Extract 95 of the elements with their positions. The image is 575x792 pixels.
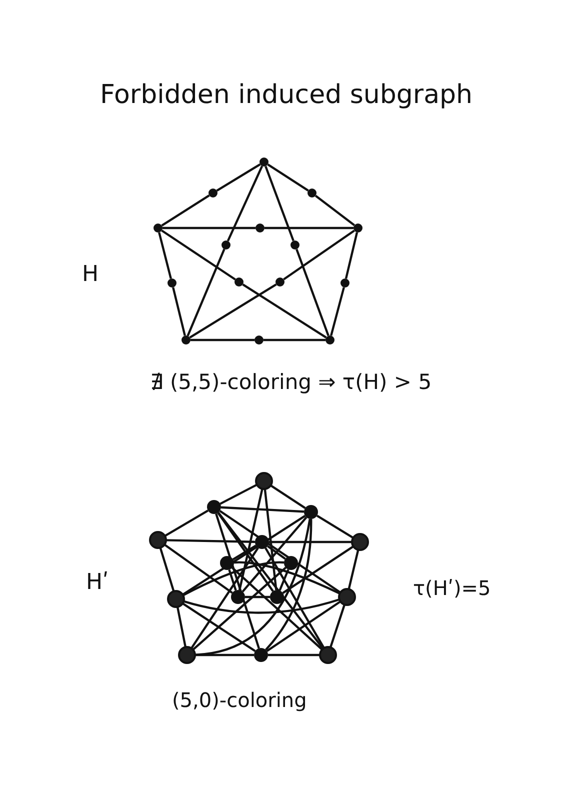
graph-edge	[159, 547, 175, 592]
graph-edge	[219, 510, 342, 594]
graph-edge	[172, 287, 186, 336]
graph-edge	[264, 547, 325, 649]
graph-vertex	[351, 533, 369, 551]
graph-vertex	[208, 188, 218, 198]
graph-edge	[348, 550, 360, 590]
formula: ∄ (5,5)-coloring ⇒ τ(H) > 5	[150, 370, 432, 396]
graph-name: H	[82, 262, 99, 288]
graph-edge	[242, 283, 327, 339]
graph-vertex	[319, 646, 337, 664]
graph-vertex	[167, 590, 185, 608]
graph-vertex	[178, 646, 196, 664]
graph-vertex	[338, 588, 356, 606]
graph-edge	[162, 226, 256, 230]
graph-edge	[232, 544, 257, 560]
graph-edge	[182, 514, 306, 596]
graph-edge	[234, 561, 340, 594]
graph-edge	[282, 545, 354, 594]
graph-vertex	[326, 336, 334, 344]
graph-edge	[270, 484, 306, 510]
graph-vertex	[276, 278, 284, 286]
graph-edge	[283, 230, 355, 280]
graph-vertex	[254, 336, 264, 344]
graph-edge	[189, 283, 277, 339]
graph-vertex	[260, 158, 268, 166]
graph-edge	[217, 512, 324, 650]
graph-vertex	[222, 240, 230, 250]
graph-edge	[231, 566, 323, 650]
graph-edge	[215, 513, 260, 649]
graph-edge	[278, 569, 290, 591]
graph-edge	[164, 544, 233, 594]
graph-edge	[316, 514, 354, 539]
graph-edge	[164, 510, 209, 537]
graph-edge	[190, 338, 254, 342]
graph-edge	[266, 600, 342, 652]
graph-edge	[264, 518, 312, 651]
graph-edge	[192, 566, 287, 651]
graph-edge	[267, 163, 309, 192]
graph-edge	[183, 598, 340, 614]
graph-edge	[269, 540, 352, 544]
graph-vertex	[270, 590, 284, 604]
graph-edge	[314, 194, 356, 226]
graph-edge	[238, 488, 264, 590]
graph-edge	[182, 561, 284, 596]
graph-vertex	[207, 500, 221, 514]
graph-edge	[344, 232, 358, 279]
graph-vertex	[290, 240, 300, 250]
graph-edge	[264, 338, 326, 342]
graph-vertex	[340, 278, 350, 288]
graph-edge	[220, 484, 258, 505]
graph-edge	[264, 488, 278, 590]
graph-edge	[220, 506, 304, 513]
graph-vertex	[149, 531, 167, 549]
graph-edge	[186, 248, 226, 336]
graph-edge	[194, 518, 311, 656]
graph-edge	[161, 194, 210, 227]
graph-vertex	[154, 224, 162, 232]
graph-vertex	[308, 188, 316, 198]
graph-edge	[329, 604, 346, 648]
graph-vertex	[284, 556, 298, 570]
graph-edge	[161, 230, 236, 280]
graph-vertex	[231, 590, 245, 604]
graph-edge	[176, 606, 187, 648]
graph-vertex	[255, 535, 269, 549]
graph-edge	[226, 166, 264, 242]
graph-edge	[228, 569, 237, 591]
graph-edge	[182, 602, 256, 652]
graph-edge	[245, 596, 270, 598]
graph-edge	[166, 539, 256, 543]
graph-vertex	[168, 278, 176, 288]
graph-name: Hʹ	[86, 570, 109, 596]
graph-edge	[330, 287, 345, 336]
graph-vertex	[254, 648, 268, 662]
graph-vertex	[220, 556, 234, 570]
graph-vertex	[255, 472, 273, 490]
graph-edge	[190, 547, 260, 649]
caption-text: (5,0)-coloring	[172, 688, 307, 712]
graph-vertex	[256, 224, 264, 232]
graph-edge	[216, 163, 261, 192]
graph-vertex	[234, 278, 244, 286]
formula: τ(Hʹ)=5	[413, 576, 491, 600]
graph-edge	[217, 512, 274, 592]
graph-edge	[264, 166, 294, 242]
graph-edge	[296, 248, 330, 336]
graph-edge	[264, 226, 354, 230]
graph-edge	[242, 516, 308, 592]
graph-edge	[268, 654, 320, 656]
title: Forbidden induced subgraph	[100, 80, 472, 112]
graph-vertex	[304, 505, 318, 519]
graph-vertex	[354, 224, 362, 232]
graph-edge	[267, 545, 286, 560]
graph-vertex	[182, 336, 190, 344]
graph-edge	[158, 232, 172, 279]
graph-edge	[195, 654, 254, 656]
